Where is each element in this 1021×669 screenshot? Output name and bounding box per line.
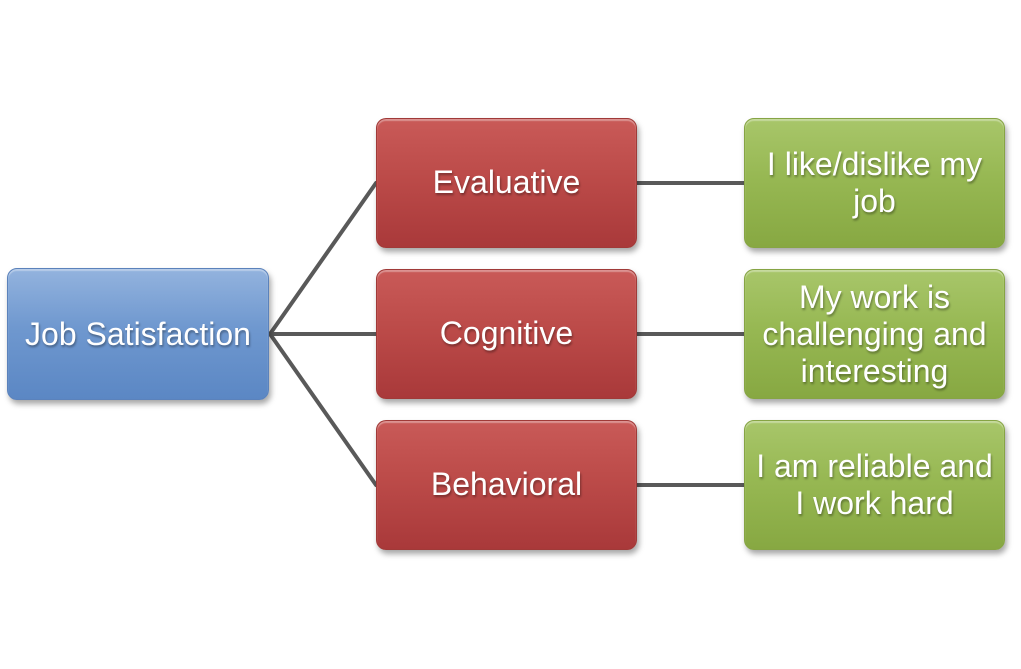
branch-node-label: Behavioral [430,465,583,502]
branch-node-label: Evaluative [432,163,581,200]
branch-node-cognitive: Cognitive [376,269,637,399]
example-node-label: I am reliable and I work hard [756,448,993,521]
example-node-cognitive: My work is challenging and interesting [744,269,1005,399]
root-node-label: Job Satisfaction [25,315,251,352]
example-node-label: My work is challenging and interesting [762,278,987,389]
example-node-label: I like/dislike my job [766,146,983,219]
root-node-job-satisfaction: Job Satisfaction [7,268,269,400]
connector-root-behavioral [268,332,378,487]
branch-node-behavioral: Behavioral [376,420,637,550]
connector-root-evaluative [268,181,378,336]
branch-node-label: Cognitive [439,314,574,351]
example-node-behavioral: I am reliable and I work hard [744,420,1005,550]
example-node-evaluative: I like/dislike my job [744,118,1005,248]
branch-node-evaluative: Evaluative [376,118,637,248]
